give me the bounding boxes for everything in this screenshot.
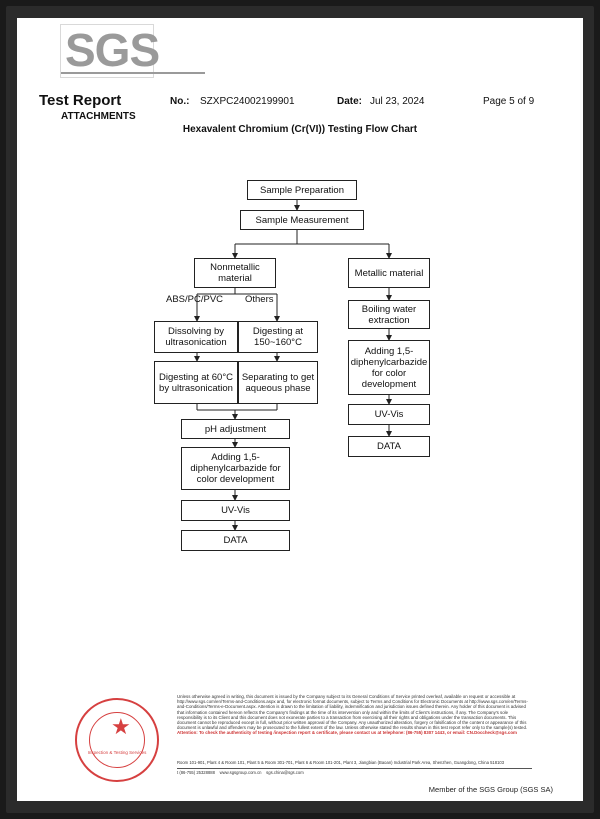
separating-box: Separating to get aqueous phase [238,361,318,404]
uv-vis-right-box: UV-Vis [348,404,430,425]
stamp-inner-ring [89,712,145,768]
phone-text: t (86-755) 25328888 [177,770,215,775]
dissolving-box: Dissolving by ultrasonication [154,321,238,353]
report-no-value: SZXPC24002199901 [200,96,295,107]
logo-text: SGS [65,24,160,76]
digesting-60-box: Digesting at 60°C by ultrasonication [154,361,238,404]
others-label: Others [245,294,274,305]
digesting-150-box: Digesting at 150~160°C [238,321,318,353]
report-page: SGS Test Report ATTACHMENTS No.: SZXPC24… [17,18,583,801]
report-no-label: No.: [170,96,190,107]
attention-text: Attention: To check the authenticity of … [177,730,517,736]
email-text: sgs.china@sgs.com [266,770,304,775]
boiling-water-box: Boiling water extraction [348,300,430,329]
flow-chart-title: Hexavalent Chromium (Cr(VI)) Testing Flo… [182,124,418,135]
sgs-logo: SGS [60,24,205,78]
logo-rule [61,72,205,74]
report-title: Test Report [39,92,122,109]
data-right-box: DATA [348,436,430,457]
terms-fine-print: Unless otherwise agreed in writing, this… [177,694,529,736]
data-left-box: DATA [181,530,290,551]
address-text: Room 101-901, Plant 4 & Room 101, Plant … [177,760,505,765]
terms-text: Unless otherwise agreed in writing, this… [177,694,528,731]
adding-reagent-left-box: Adding 1,5-diphenylcarbazide for color d… [181,447,290,490]
address-line: Room 101-901, Plant 4 & Room 101, Plant … [177,760,532,765]
web-text: www.sgsgroup.com.cn [219,770,262,775]
nonmetallic-material-box: Nonmetallic material [194,258,276,288]
flow-connectors [194,199,392,531]
member-note: Member of the SGS Group (SGS SA) [428,785,553,794]
star-icon: ★ [111,714,131,739]
contact-line: t (86-755) 25328888 www.sgsgroup.com.cn … [177,768,532,775]
attachments-label: ATTACHMENTS [61,111,136,122]
date-value: Jul 23, 2024 [370,96,425,107]
abs-pc-pvc-label: ABS/PC/PVC [166,294,224,305]
date-label: Date: [337,96,363,107]
metallic-material-box: Metallic material [348,258,430,288]
stamp-text: Inspection & Testing Services [87,750,147,755]
footer: ★ Inspection & Testing Services Unless o… [65,692,535,782]
adding-reagent-right-box: Adding 1,5-diphenylcarbazide for color d… [348,340,430,395]
company-stamp: ★ Inspection & Testing Services [75,698,159,782]
sample-preparation-box: Sample Preparation [247,180,357,200]
sample-measurement-box: Sample Measurement [240,210,364,230]
ph-adjustment-box: pH adjustment [181,419,290,439]
page-number: Page 5 of 9 [483,96,535,107]
uv-vis-left-box: UV-Vis [181,500,290,521]
